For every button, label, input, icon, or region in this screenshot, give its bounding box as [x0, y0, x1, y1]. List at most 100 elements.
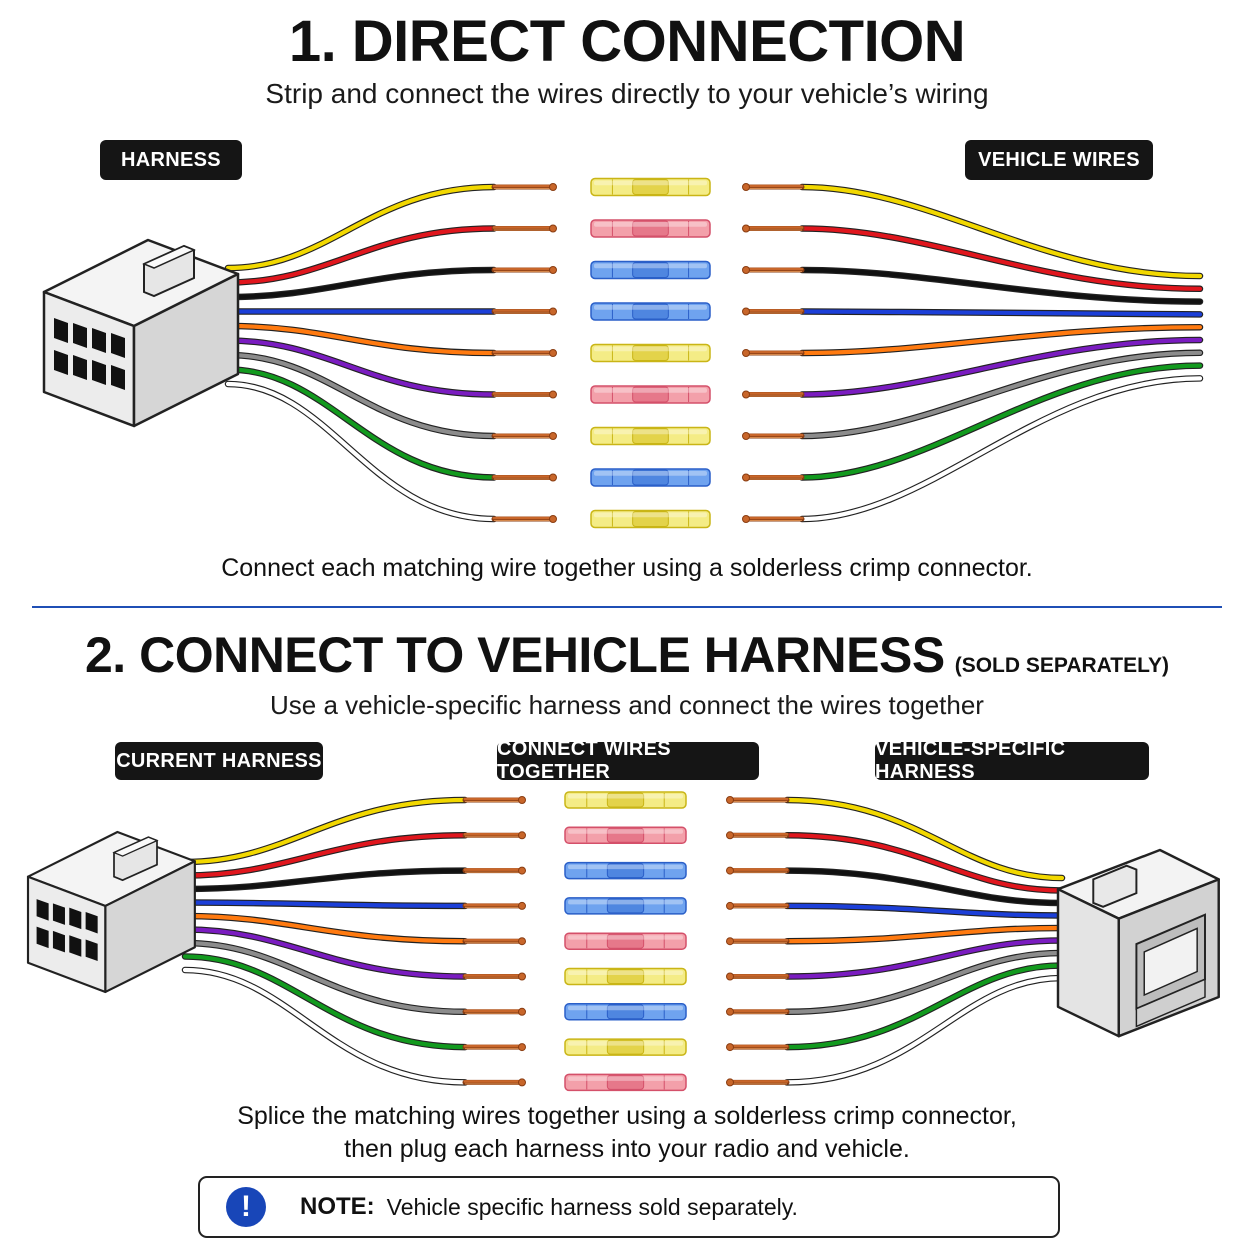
crimp-connector — [590, 343, 711, 363]
harness-wire — [224, 183, 498, 272]
stripped-wire-end — [491, 432, 557, 440]
section2-title-row: 2. CONNECT TO VEHICLE HARNESS (SOLD SEPAR… — [0, 626, 1254, 684]
stripped-wire-end — [726, 866, 790, 875]
stripped-wire-end — [491, 390, 557, 399]
stripped-wire-end — [742, 224, 805, 233]
harness-wire — [224, 366, 498, 481]
section-divider — [32, 606, 1222, 608]
vehicle-harness-wire — [783, 902, 1066, 919]
crimp-connector — [564, 826, 687, 845]
stripped-wire-end — [462, 831, 526, 840]
vehicle-wire — [798, 183, 1204, 280]
note-text: Vehicle specific harness sold separately… — [386, 1193, 798, 1220]
vehicle-harness-wire — [783, 796, 1066, 882]
harness-label: HARNESS — [100, 140, 242, 180]
vehicle-wire — [798, 375, 1204, 523]
crimp-connector — [564, 1003, 687, 1021]
vehicle-wire — [798, 323, 1204, 357]
connect-wires-together-label: CONNECT WIRES TOGETHER — [497, 738, 759, 783]
current-harness-wire — [181, 939, 469, 1016]
vehicle-wires-label: VEHICLE WIRES — [965, 140, 1153, 180]
current-harness-wire — [181, 899, 469, 910]
stripped-wire-end — [462, 866, 526, 875]
current-harness-label: CURRENT HARNESS — [115, 742, 323, 780]
current-harness-wire — [181, 832, 469, 879]
stripped-wire-end — [742, 515, 805, 523]
crimp-connector — [564, 1038, 687, 1056]
vehicle-harness-wire — [783, 832, 1066, 894]
vehicle-harness-wire — [783, 974, 1066, 1086]
crimp-connector — [564, 967, 687, 986]
vehicle-wire — [798, 266, 1204, 305]
section1-diagram — [42, 177, 1204, 529]
section1-title: 1. DIRECT CONNECTION — [288, 9, 966, 74]
vehicle-harness-wire — [783, 937, 1066, 980]
stripped-wire-end — [726, 796, 790, 804]
crimp-connector — [564, 861, 687, 880]
current-harness-wire — [181, 926, 469, 980]
vehicle-wire — [798, 349, 1204, 440]
stripped-wire-end — [491, 515, 557, 523]
crimp-connector — [590, 260, 711, 280]
vehicle-harness-wire — [783, 962, 1066, 1051]
section2-subtitle: Use a vehicle-specific harness and conne… — [270, 690, 984, 720]
section2-title-note: (SOLD SEPARATELY) — [954, 654, 1169, 677]
vehicle-specific-harness-label: VEHICLE-SPECIFIC HARNESS — [875, 738, 1149, 783]
crimp-connector — [564, 1073, 687, 1092]
stripped-wire-end — [742, 473, 805, 482]
harness-wire — [224, 225, 498, 286]
stripped-wire-end — [726, 1078, 790, 1087]
current-harness-wire — [181, 912, 469, 945]
stripped-wire-end — [462, 1007, 526, 1016]
stripped-wire-end — [462, 972, 526, 981]
stripped-wire-end — [742, 432, 805, 440]
vehicle-harness-plug-icon — [1056, 848, 1220, 1038]
vehicle-harness-wire — [783, 924, 1066, 945]
crimp-connector — [564, 897, 687, 915]
stripped-wire-end — [462, 937, 526, 946]
current-harness-wire — [181, 966, 469, 1086]
harness-wire — [224, 351, 498, 440]
stripped-wire-end — [726, 901, 790, 910]
vehicle-wire — [798, 225, 1204, 293]
current-harness-wire — [181, 796, 469, 866]
section1-subtitle: Strip and connect the wires directly to … — [265, 78, 989, 109]
stripped-wire-end — [491, 266, 557, 274]
crimp-connector — [590, 177, 711, 197]
stripped-wire-end — [491, 183, 557, 191]
section1-caption: Connect each matching wire together usin… — [221, 554, 1033, 582]
stripped-wire-end — [462, 1043, 526, 1052]
stripped-wire-end — [491, 307, 557, 316]
stripped-wire-end — [742, 349, 805, 357]
crimp-connector — [590, 468, 711, 487]
section2-title: 2. CONNECT TO VEHICLE HARNESS — [85, 627, 945, 683]
vehicle-harness-wire — [783, 867, 1066, 907]
stripped-wire-end — [742, 183, 805, 191]
stripped-wire-end — [742, 307, 805, 316]
current-harness-wire — [181, 953, 469, 1051]
note-box: ! NOTE: Vehicle specific harness sold se… — [198, 1176, 1060, 1238]
vehicle-wire — [798, 336, 1204, 398]
stripped-wire-end — [491, 473, 557, 482]
stripped-wire-end — [726, 972, 790, 981]
crimp-connector — [590, 509, 711, 529]
vehicle-harness-wire — [783, 949, 1066, 1016]
section2-diagram — [26, 791, 1220, 1092]
section2-caption-line2: then plug each harness into your radio a… — [344, 1135, 910, 1163]
stripped-wire-end — [726, 831, 790, 840]
section2-caption-line1: Splice the matching wires together using… — [237, 1102, 1017, 1130]
harness-wire — [224, 322, 498, 357]
harness-plug-icon — [42, 238, 240, 428]
stripped-wire-end — [726, 937, 790, 946]
stripped-wire-end — [491, 224, 557, 233]
crimp-connector — [590, 302, 711, 321]
crimp-connector — [590, 385, 711, 404]
stripped-wire-end — [462, 901, 526, 910]
stripped-wire-end — [462, 796, 526, 804]
vehicle-wire — [798, 362, 1204, 481]
crimp-connector — [564, 932, 687, 950]
harness-wire — [224, 380, 498, 523]
current-harness-plug-icon — [26, 830, 196, 994]
